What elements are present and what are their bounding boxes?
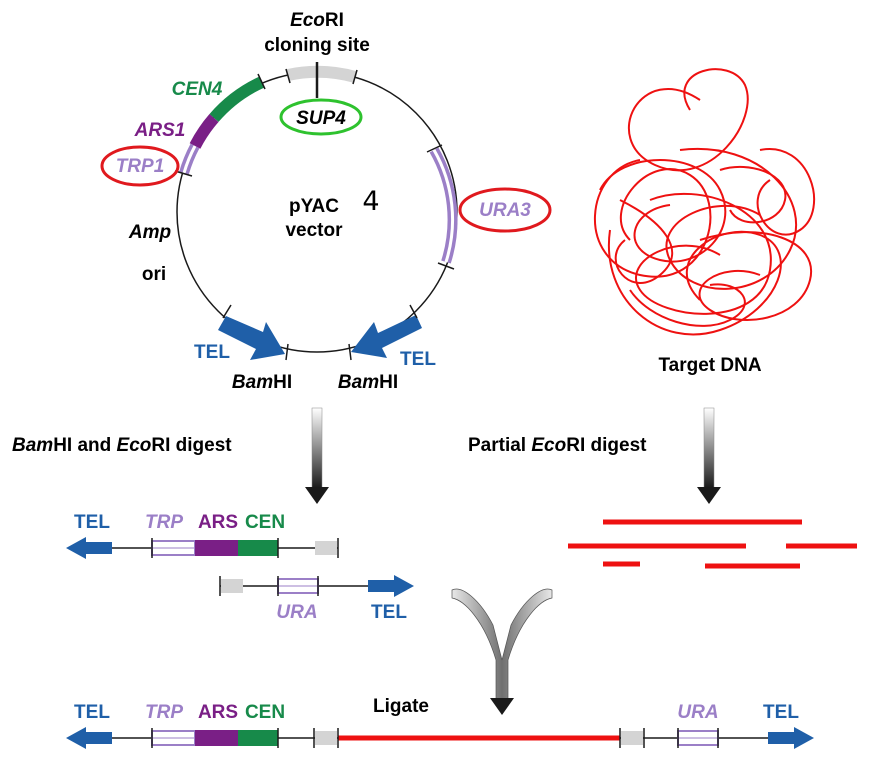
tel-left-arrow: [218, 316, 285, 360]
yac-stub-right: [621, 731, 643, 745]
fragment2-tel-label: TEL: [371, 602, 407, 623]
tel-right-arrow: [351, 315, 422, 358]
cen4-segment: [209, 76, 265, 123]
cloning-region-tick-left: [285, 68, 291, 84]
target-fragments: [568, 519, 857, 569]
trp1-highlight: [100, 145, 180, 187]
bamhi-tick-left: [285, 343, 289, 361]
ars1-segment: [189, 114, 219, 149]
bamhi-tick-right: [348, 343, 352, 361]
fragment2-tel-arrow: [368, 575, 414, 597]
fragment1-trp-label: TRP: [145, 512, 183, 533]
target-dna-tangle: [593, 68, 816, 336]
yac-ars-label: ARS: [198, 702, 238, 723]
yac-ars: [195, 730, 238, 746]
fragment1-cen-label: CEN: [245, 512, 285, 533]
cloning-region-tick-right: [352, 69, 358, 85]
ura3-tick-bottom: [437, 262, 455, 270]
target-dna: Target DNA: [593, 68, 816, 376]
amp-label: Amp: [128, 222, 171, 243]
ori-label: ori: [142, 264, 166, 285]
fragment2-stub: [221, 579, 243, 593]
tel-right-label: TEL: [400, 349, 436, 370]
tel-left-tick: [222, 304, 232, 319]
ars1-label: ARS1: [134, 120, 186, 141]
partial-ecori-digest-label: Partial EcoRI digest: [468, 435, 647, 456]
fragment1-cen: [238, 540, 278, 556]
tel-right-tick: [409, 304, 418, 319]
yac-cen: [238, 730, 278, 746]
cen4-tick: [257, 73, 266, 90]
ura3-highlight: [458, 187, 552, 233]
cloning-region: [286, 65, 357, 83]
cloning-site-label: cloning site: [264, 35, 370, 56]
cen4-label: CEN4: [172, 79, 223, 100]
fragment1-ars: [195, 540, 238, 556]
ligate-label: Ligate: [373, 696, 429, 717]
yac-tel-right-arrow: [768, 727, 814, 749]
ecori-label: EcoRI: [290, 10, 344, 31]
yac-trp-label: TRP: [145, 702, 183, 723]
ura3-segment-inner: [432, 149, 454, 263]
fragment1-stub: [315, 541, 337, 555]
plasmid-number: 4: [362, 186, 379, 217]
plasmid-name: pYAC: [289, 196, 339, 217]
fragment-right-arm: URA TEL: [219, 575, 414, 623]
bamhi-left-label: BamHI: [232, 372, 292, 393]
tel-left-label: TEL: [194, 342, 230, 363]
ura3-tick-top: [426, 144, 443, 153]
digest-bamhi-ecori-label: BamHI and EcoRI digest: [12, 435, 232, 456]
left-down-arrow: [305, 407, 329, 504]
bamhi-right-label: BamHI: [338, 372, 398, 393]
fragment2-ura-label: URA: [276, 602, 317, 623]
sup4-label: SUP4: [296, 108, 346, 129]
yac-tel-left-label: TEL: [74, 702, 110, 723]
sup4-highlight: [279, 98, 363, 136]
ura3-label: URA3: [479, 200, 531, 221]
fragment1-tel-label: TEL: [74, 512, 110, 533]
yac-tel-right-label: TEL: [763, 702, 799, 723]
yac-cen-label: CEN: [245, 702, 285, 723]
yac-tel-left-arrow: [66, 727, 112, 749]
plasmid-name-line2: vector: [285, 220, 343, 241]
yac-ura-label: URA: [677, 702, 718, 723]
ligate-merge-arrow: [451, 588, 553, 715]
trp1-label: TRP1: [116, 156, 165, 177]
fragment1-tel-arrow: [66, 537, 112, 559]
plasmid-map: EcoRI cloning site SUP4 CEN4 ARS1 TRP1 A…: [100, 10, 552, 393]
fragment-left-arm: TEL TRP ARS CEN: [66, 512, 339, 559]
yac-stub-left: [315, 731, 337, 745]
target-dna-label: Target DNA: [658, 355, 761, 376]
recombinant-yac: TEL TRP ARS CEN URA TEL: [66, 702, 814, 749]
fragment1-ars-label: ARS: [198, 512, 238, 533]
right-down-arrow: [697, 407, 721, 504]
